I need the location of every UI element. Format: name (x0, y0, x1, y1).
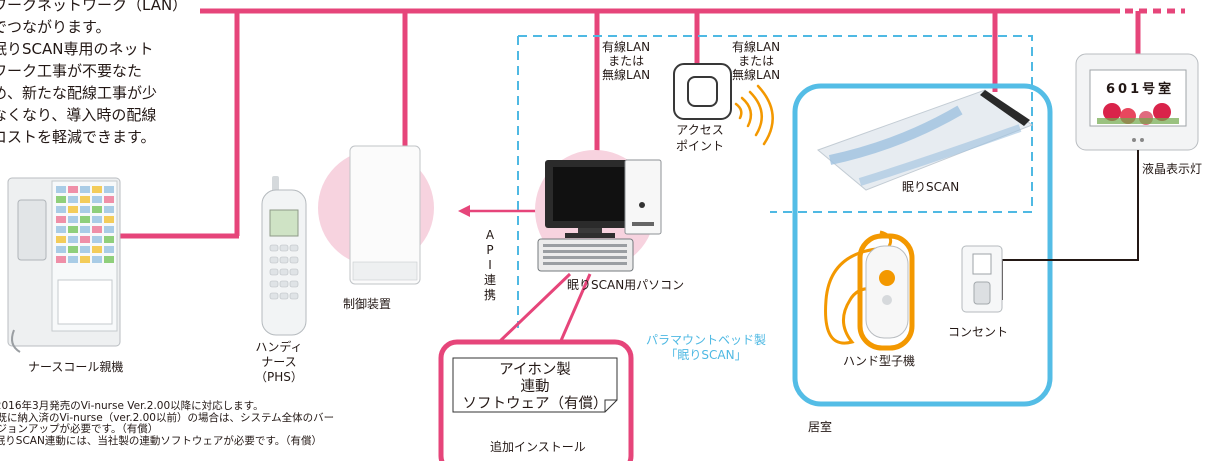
software-box-line: 連動 (520, 379, 550, 395)
lcd-display-device (1075, 53, 1199, 151)
intro-line: 眠りSCAN専用のネット (0, 40, 154, 58)
wired-lan-left-label: 有線LAN または 無線LAN (602, 40, 650, 82)
outlet-label: コンセント (948, 325, 1009, 339)
hand-unit-device (824, 230, 915, 351)
api-label-char: 連 (484, 273, 497, 287)
lcd-label: 液晶表示灯 (1142, 162, 1203, 176)
lan-backbone (120, 8, 1185, 239)
intro-line: め、新たな配線工事が少 (0, 84, 158, 102)
nursecall-label: ナースコール親機 (28, 360, 124, 374)
paramount-label-line: パラマウントベッド製 (646, 333, 767, 347)
pc-device (537, 159, 662, 272)
wired-lan-left-line: または (608, 54, 645, 68)
controller-device (349, 145, 421, 285)
intro-description: ワークネットワーク（LAN） でつながります。 眠りSCAN専用のネット ワーク… (0, 0, 192, 148)
api-label-char: I (488, 258, 492, 272)
access-point-label-line: ポイント (676, 139, 725, 153)
access-point-label-line: アクセス (676, 123, 724, 137)
handy-label-line: ナース (261, 355, 297, 369)
pc-label: 眠りSCAN用パソコン (567, 278, 685, 292)
additional-install-label: 追加インストール (490, 440, 586, 454)
intro-line: なくなり、導入時の配線 (0, 106, 157, 124)
paramount-label: パラマウントベッド製 「眠りSCAN」 (646, 333, 766, 363)
access-point-label: アクセス ポイント (676, 122, 724, 154)
handy-label-line: ハンディ (255, 340, 303, 354)
wired-lan-left-line: 有線LAN (602, 40, 651, 54)
software-box-label: アイホン製 連動 ソフトウェア（有償） (455, 362, 615, 413)
footnote-line: ※2016年3月発売のVi-nurse Ver.2.00以降に対応します。 (0, 400, 264, 412)
intro-line: ワークネットワーク（LAN） (0, 0, 188, 14)
wireless-signal-icon (734, 84, 774, 146)
outlet-device (961, 245, 1003, 313)
wired-lan-right-line: 有線LAN (732, 40, 781, 54)
nemuri-label: 眠りSCAN (902, 180, 960, 194)
paramount-dashed-frame (517, 35, 1033, 328)
footnote-line: 既に納入済のVi-nurse（ver.2.00以前）の場合は、システム全体のバー (0, 411, 335, 424)
room-frame (792, 83, 1053, 407)
api-label-char: P (486, 243, 494, 257)
wired-lan-right-line: 無線LAN (732, 68, 781, 82)
footnote-line: ※眠りSCAN連動には、当社製の連動ソフトウェアが必要です。（有償） (0, 434, 323, 447)
wired-lan-left-line: 無線LAN (602, 68, 651, 82)
software-callout-lines (496, 272, 592, 345)
intro-line: ワーク工事が不要なた (0, 62, 143, 80)
wired-lan-right-line: または (738, 54, 775, 68)
software-box-line: ソフトウェア（有償） (462, 396, 608, 412)
software-box-line: アイホン製 (499, 362, 571, 378)
room-number-label: 601号室 (1106, 82, 1175, 97)
outlet-connection-line (1001, 150, 1139, 300)
handy-label-line: （PHS） (255, 370, 303, 384)
hand-unit-label: ハンド型子機 (843, 354, 916, 368)
wired-lan-right-label: 有線LAN または 無線LAN (732, 40, 780, 82)
handy-phs-device (261, 176, 307, 336)
api-label-char: A (485, 228, 495, 242)
access-point-device (673, 63, 732, 120)
software-box-fold (452, 357, 618, 413)
controller-label: 制御装置 (343, 297, 392, 311)
footnotes: ※2016年3月発売のVi-nurse Ver.2.00以降に対応します。 既に… (0, 400, 335, 447)
room-label: 居室 (808, 420, 833, 434)
footnote-line: ジョンアップが必要です。（有償） (0, 423, 159, 435)
api-label-char: 携 (484, 288, 497, 302)
intro-line: コストを軽減できます。 (0, 128, 156, 146)
nemuri-scan-mat (817, 89, 1034, 191)
nursecall-master-unit (7, 177, 121, 353)
handy-label: ハンディ ナース （PHS） (255, 340, 303, 385)
api-arrow (458, 205, 540, 217)
intro-line: でつながります。 (0, 18, 111, 36)
paramount-label-line: 「眠りSCAN」 (665, 348, 747, 362)
api-label: A P I 連 携 (484, 228, 496, 303)
